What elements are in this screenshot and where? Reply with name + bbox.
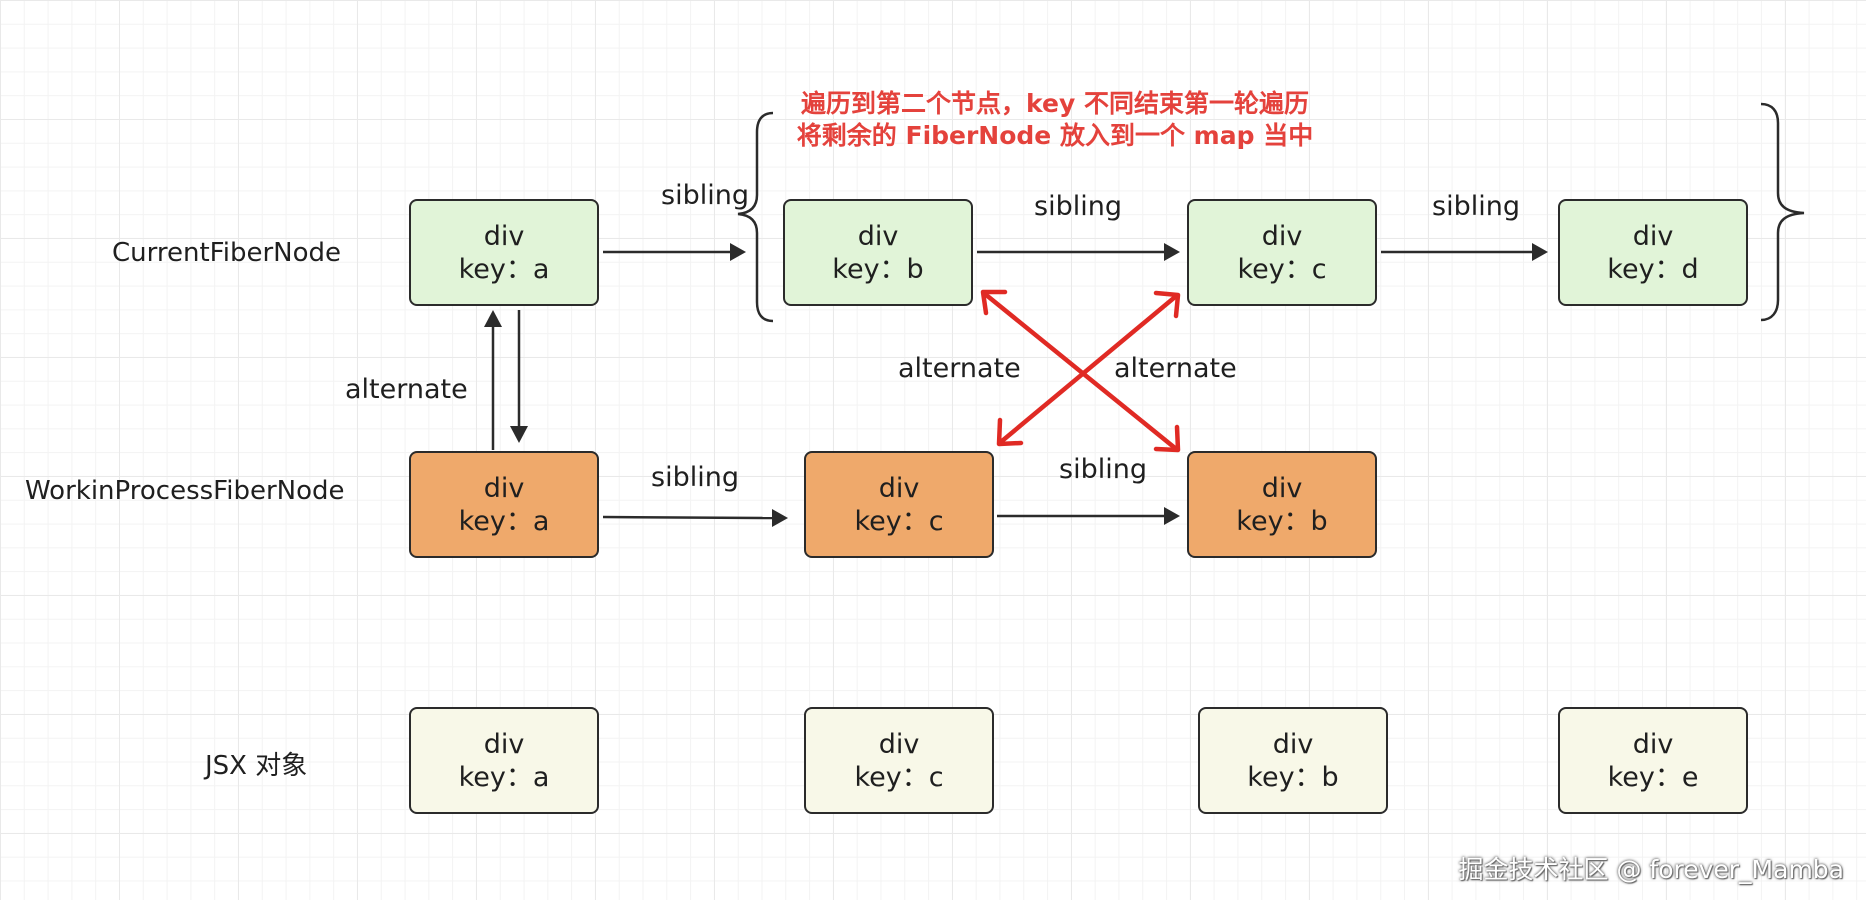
jsx-node-b: div key：b xyxy=(1198,707,1388,814)
annotation-note: 遍历到第二个节点，key 不同结束第一轮遍历 将剩余的 FiberNode 放入… xyxy=(760,88,1350,152)
arrowhead-alternate-down xyxy=(510,426,528,443)
node-key: key：c xyxy=(1237,253,1327,285)
arrowhead-cross-b-end xyxy=(1153,424,1181,453)
sibling-arrow-wip-a-to-c xyxy=(602,515,773,520)
wip-node-b: div key：b xyxy=(1187,451,1377,558)
node-tag: div xyxy=(483,728,525,760)
right-brace xyxy=(1760,102,1805,322)
node-key: key：b xyxy=(1247,761,1339,793)
node-key: key：e xyxy=(1607,761,1699,793)
node-key: key：c xyxy=(854,761,944,793)
arrowhead-wip-a xyxy=(772,509,788,527)
arrowhead-current-b xyxy=(1164,243,1180,261)
node-tag: div xyxy=(483,220,525,252)
label-alternate-cross-left: alternate xyxy=(898,353,1021,384)
arrowhead-wip-c xyxy=(1164,507,1180,525)
node-key: key：b xyxy=(1236,505,1328,537)
label-alternate-cross-right: alternate xyxy=(1114,353,1237,384)
arrowhead-cross-c-end xyxy=(1153,290,1181,319)
label-sibling-current-ab: sibling xyxy=(661,180,749,211)
current-node-c: div key：c xyxy=(1187,199,1377,306)
row-label-current: CurrentFiberNode xyxy=(112,238,341,268)
label-alternate-a: alternate xyxy=(345,374,468,405)
arrowhead-current-c xyxy=(1532,243,1548,261)
node-tag: div xyxy=(1261,220,1303,252)
row-label-wip: WorkinProcessFiberNode xyxy=(25,476,345,506)
node-key: key：a xyxy=(458,505,550,537)
wip-node-c: div key：c xyxy=(804,451,994,558)
node-tag: div xyxy=(1272,728,1314,760)
current-node-a: div key：a xyxy=(409,199,599,306)
label-sibling-current-bc: sibling xyxy=(1034,191,1122,222)
node-key: key：a xyxy=(458,761,550,793)
arrowhead-current-a xyxy=(730,243,746,261)
current-node-b: div key：b xyxy=(783,199,973,306)
node-tag: div xyxy=(1261,472,1303,504)
jsx-node-e: div key：e xyxy=(1558,707,1748,814)
node-tag: div xyxy=(1632,728,1674,760)
jsx-node-c: div key：c xyxy=(804,707,994,814)
node-key: key：c xyxy=(854,505,944,537)
node-key: key：a xyxy=(458,253,550,285)
node-key: key：b xyxy=(832,253,924,285)
jsx-node-a: div key：a xyxy=(409,707,599,814)
arrowhead-cross-b-start xyxy=(980,289,1008,316)
label-sibling-wip-ac: sibling xyxy=(651,462,739,493)
node-tag: div xyxy=(483,472,525,504)
current-node-d: div key：d xyxy=(1558,199,1748,306)
alternate-cross-arrow-c xyxy=(999,294,1178,444)
label-sibling-current-cd: sibling xyxy=(1432,191,1520,222)
node-key: key：d xyxy=(1607,253,1699,285)
annotation-line-2: 将剩余的 FiberNode 放入到一个 map 当中 xyxy=(796,121,1314,150)
node-tag: div xyxy=(857,220,899,252)
node-tag: div xyxy=(878,728,920,760)
alternate-cross-arrow-b xyxy=(982,291,1178,451)
left-brace xyxy=(737,111,774,323)
node-tag: div xyxy=(1632,220,1674,252)
label-sibling-wip-cb: sibling xyxy=(1059,454,1147,485)
arrowhead-alternate-up xyxy=(484,310,502,327)
row-label-jsx: JSX 对象 xyxy=(205,751,308,781)
wip-node-a: div key：a xyxy=(409,451,599,558)
watermark: 掘金技术社区 @ forever_Mamba xyxy=(1458,855,1845,884)
annotation-line-1: 遍历到第二个节点，key 不同结束第一轮遍历 xyxy=(801,89,1309,118)
node-tag: div xyxy=(878,472,920,504)
arrowhead-cross-c-start xyxy=(996,417,1024,447)
